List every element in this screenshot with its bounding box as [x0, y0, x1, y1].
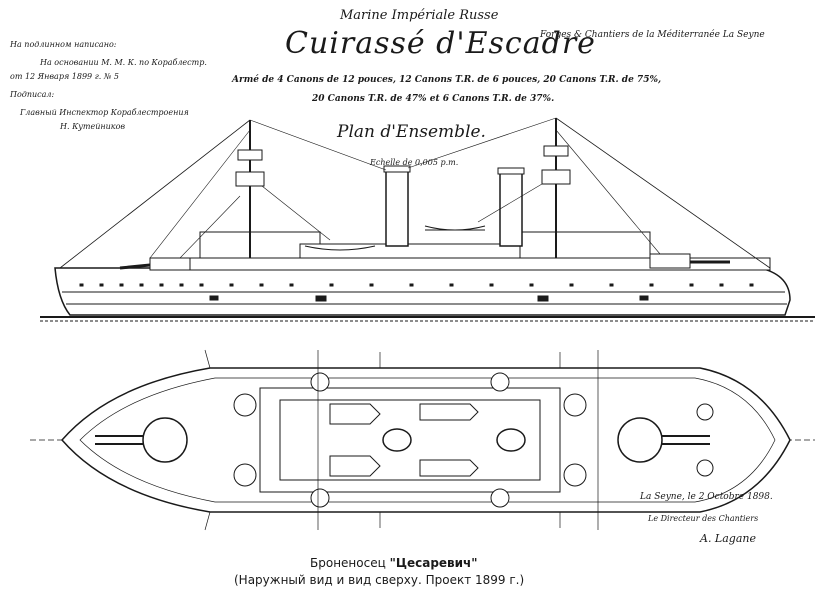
approval-note-line-1: На подлинном написано:: [10, 40, 117, 49]
shipyard-note: Forges & Chantiers de la Méditerranée La…: [540, 30, 765, 40]
scale-note: Echelle de 0,005 p.m.: [370, 158, 459, 167]
approval-note-line-4: Подписал:: [10, 90, 55, 99]
drawing-title: Cuirassé d'Escadre: [285, 26, 596, 61]
caption-line-1: Броненосец "Цесаревич": [310, 556, 478, 570]
top-view: [30, 349, 815, 531]
approval-note-line-5: Главный Инспектор Кораблестроения: [20, 108, 189, 117]
caption-prefix: Броненосец: [310, 556, 390, 570]
caption-ship-name: "Цесаревич": [389, 556, 478, 570]
signature-name: A. Lagane: [700, 532, 756, 545]
approval-note-line-3: от 12 Января 1899 г. № 5: [10, 72, 120, 81]
navy-heading: Marine Impériale Russe: [340, 8, 499, 23]
caption-line-2: (Наружный вид и вид сверху. Проект 1899 …: [234, 573, 525, 587]
approval-note-line-2: На основании М. М. К. по Кораблестр.: [40, 58, 207, 67]
side-view: [40, 117, 815, 322]
armament-line-2: 20 Canons T.R. de 47% et 6 Canons T.R. d…: [312, 94, 555, 104]
approval-note-line-6: Н. Кутейников: [60, 122, 126, 131]
armament-line-1: Armé de 4 Canons de 12 pouces, 12 Canons…: [232, 75, 662, 85]
signature-date: La Seyne, le 2 Octobre 1898.: [640, 492, 773, 502]
signature-role: Le Directeur des Chantiers: [648, 514, 759, 523]
plan-heading: Plan d'Ensemble.: [337, 122, 486, 142]
